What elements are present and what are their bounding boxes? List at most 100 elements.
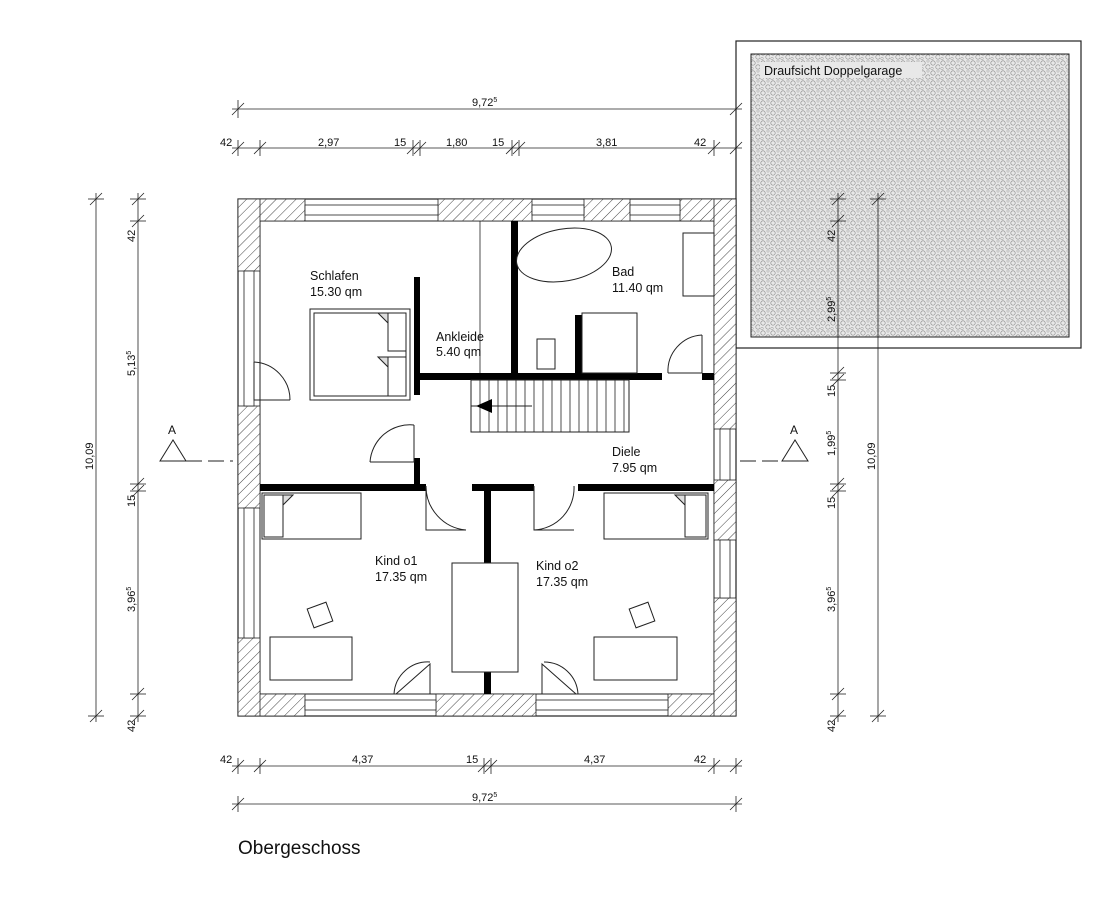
dim-right-wall-bot: 42 [826,720,838,732]
staircase [470,379,630,433]
dim-bot-wall-left: 42 [220,754,232,766]
dim-bot-wall-right: 42 [694,754,706,766]
room-ankleide-area: 5.40 qm [436,345,481,359]
dim-left-seg2: 3,965 [126,587,138,612]
room-schlafen-area: 15.30 qm [310,285,362,299]
dim-tick [477,759,491,773]
section-marks: A A [159,423,809,462]
wall-corridor-top [420,373,662,380]
dim-top-seg1: 2,97 [318,137,339,149]
dim-top-seg2: 1,80 [446,137,467,149]
chair-kind1 [306,601,334,629]
dim-tick [131,477,145,491]
garage-label: Draufsicht Doppelgarage [764,64,902,78]
desk-kind2 [593,636,678,681]
doors [253,221,703,695]
dim-tick [406,141,420,155]
section-left-label: A [168,423,176,437]
dim-right-seg3: 3,965 [826,587,838,612]
room-diele-area: 7.95 qm [612,461,657,475]
room-kind1-name: Kind o1 [375,554,417,568]
furniture [261,227,715,681]
dim-tick [707,141,721,155]
garage-top-view: Draufsicht Doppelgarage [735,40,1082,349]
dim-tick [831,214,845,228]
room-bad-area: 11.40 qm [612,281,663,295]
dim-top-total: 9,725 [472,97,497,109]
room-kind1-area: 17.35 qm [375,570,427,584]
dim-bot-wall1: 15 [466,754,478,766]
bathtub [516,227,612,283]
bed-kind2 [603,492,709,540]
room-kind2-name: Kind o2 [536,559,578,573]
dim-tick [131,687,145,701]
dim-tick [831,709,845,723]
building-walls [237,198,737,717]
dim-left-seg1: 5,135 [126,351,138,376]
dim-bottom-total: 9,725 [472,792,497,804]
dim-tick [131,484,145,498]
room-diele-name: Diele [612,445,641,459]
dim-tick [831,192,845,206]
dimension-lines [88,100,886,812]
dim-right-seg1: 2,995 [826,297,838,322]
dim-tick [831,366,845,380]
dim-top-seg3: 3,81 [596,137,617,149]
dim-right-wall2: 15 [826,497,838,509]
dim-tick [231,141,245,155]
section-right-triangle-icon [781,439,809,462]
dim-tick [729,759,743,773]
dim-tick [231,759,245,773]
chair-kind2 [628,601,656,629]
dim-left-wall-bot: 42 [126,720,138,732]
dimension-labels: 9,725 42 2,97 15 1,80 15 3,81 42 42 4,37… [84,97,878,804]
dim-tick [707,759,721,773]
dim-tick [131,709,145,723]
dim-tick [253,141,267,155]
dim-bot-seg1: 4,37 [352,754,373,766]
plan-title: Obergeschoss [238,838,361,859]
dim-tick [831,484,845,498]
bed-kind1 [261,492,362,540]
wall-schlafen-ankleide [414,277,420,395]
dim-left-wall-mid: 15 [126,495,138,507]
dim-tick [505,141,519,155]
dim-right-seg2: 1,995 [826,431,838,456]
dim-tick [729,141,743,155]
dim-tick [484,759,498,773]
wardrobe [451,562,519,673]
dim-top-wall2: 15 [492,137,504,149]
room-labels: Schlafen 15.30 qm Ankleide 5.40 qm Bad 1… [310,265,663,589]
bath-cabinet [682,232,715,297]
wall-ankleide-bad [511,221,518,373]
dim-tick [831,477,845,491]
stair-arrow-icon [476,399,492,413]
shower [581,312,638,374]
dim-top-wall1: 15 [394,137,406,149]
toilet [536,338,556,370]
dim-bot-seg2: 4,37 [584,754,605,766]
desk-kind1 [269,636,353,681]
dim-tick [512,141,526,155]
dim-tick [831,373,845,387]
dim-right-total: 10,09 [866,442,878,470]
dim-tick [253,759,267,773]
dim-right-wall1: 15 [826,385,838,397]
room-schlafen-name: Schlafen [310,269,359,283]
room-ankleide-name: Ankleide [436,330,484,344]
double-bed [309,308,411,401]
room-kind2-area: 17.35 qm [536,575,588,589]
dim-top-wall-right: 42 [694,137,706,149]
dim-left-wall-top: 42 [126,230,138,242]
dim-left-total: 10,09 [84,442,96,470]
dim-tick [131,214,145,228]
dim-tick [831,687,845,701]
dim-top-wall-left: 42 [220,137,232,149]
dim-tick [131,192,145,206]
dim-right-wall-top: 42 [826,230,838,242]
room-bad-name: Bad [612,265,634,279]
dim-tick [413,141,427,155]
section-left-triangle-icon [159,439,187,462]
section-right-label: A [790,423,798,437]
